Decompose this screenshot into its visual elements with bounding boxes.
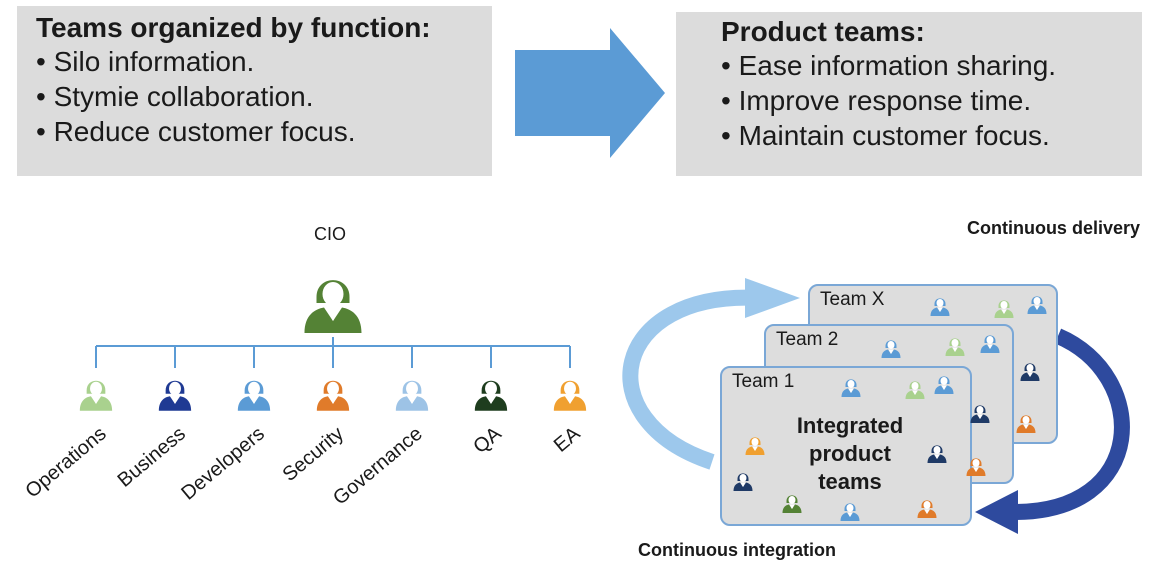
team-x-title: Team X	[820, 289, 885, 310]
team-2-title: Team 2	[776, 329, 839, 350]
developers-person-icon	[237, 380, 271, 411]
team-1-title: Team 1	[732, 371, 795, 392]
business-person-icon	[158, 380, 192, 411]
governance-person-icon	[395, 380, 429, 411]
product-teams-title: Product teams:	[721, 16, 925, 47]
functional-teams-point-2: • Stymie collaboration.	[36, 81, 314, 112]
product-teams-point-1: • Ease information sharing.	[721, 50, 1057, 81]
functional-teams-box: Teams organized by function: • Silo info…	[17, 6, 492, 176]
transition-arrow-icon	[515, 28, 665, 158]
qa-person-icon	[474, 380, 508, 411]
security-person-icon	[316, 380, 350, 411]
product-teams-point-2: • Improve response time.	[721, 85, 1032, 116]
operations-person-icon	[79, 380, 113, 411]
integrated-product-teams-label: Integrated product teams	[796, 413, 904, 494]
continuous-delivery-arrow-icon	[622, 289, 761, 470]
cio-person-icon	[304, 280, 362, 333]
functional-teams-point-3: • Reduce customer focus.	[36, 116, 356, 147]
functional-teams-title: Teams organized by function:	[36, 12, 431, 43]
product-teams-box: Product teams: • Ease information sharin…	[676, 12, 1142, 176]
continuous-integration-label: Continuous integration	[638, 540, 836, 560]
product-teams-point-3: • Maintain customer focus.	[721, 120, 1050, 151]
ea-person-icon	[553, 380, 587, 411]
functional-teams-point-1: • Silo information.	[36, 46, 255, 77]
cio-label: CIO	[314, 224, 347, 244]
team-1-card: Team 1 Integrated product teams	[720, 366, 972, 526]
continuous-delivery-label: Continuous delivery	[966, 218, 1140, 238]
continuous-integration-arrow-icon	[1009, 328, 1130, 521]
